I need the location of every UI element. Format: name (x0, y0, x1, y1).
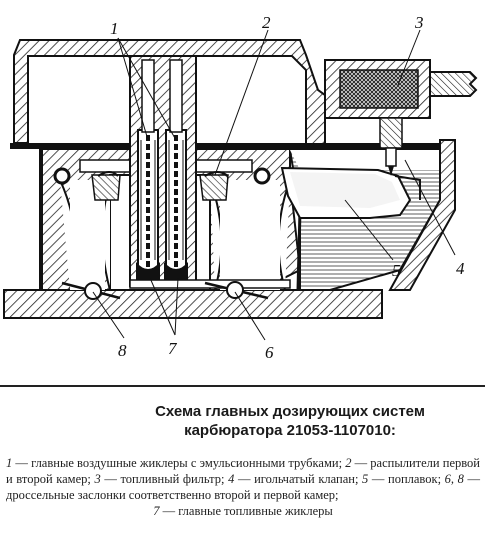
legend-num-2: 2 (345, 456, 352, 470)
figure-legend: 1 — главные воздушные жиклеры с эмульсио… (6, 455, 480, 519)
callout-3: 3 (414, 13, 424, 32)
legend-text-7: — главные топливные жиклеры (159, 504, 333, 518)
callout-8: 8 (118, 341, 127, 360)
legend-num-5: 5 (362, 472, 369, 486)
legend-num-3: 3 (94, 472, 101, 486)
callout-1: 1 (110, 19, 119, 38)
seal-ring-left (53, 167, 71, 185)
carburetor-diagram: 1 2 3 4 5 6 7 8 (3, 13, 478, 362)
legend-num-6-8: 6, 8 (444, 472, 464, 486)
sprayers (97, 171, 229, 177)
leader-lines (92, 29, 456, 341)
emulsion-tube-column (129, 55, 291, 289)
caption-title-line-2: карбюратора 21053-1107010: (184, 422, 396, 439)
needle-valve (379, 117, 421, 200)
legend-num-4: 4 (228, 472, 235, 486)
legend-text-3: — топливный фильтр; (100, 472, 229, 486)
throttle-plate-second (204, 281, 269, 300)
legend-last-line: 7 — главные топливные жиклеры (6, 503, 480, 519)
seal-ring-right (253, 167, 271, 185)
figure-caption-title: Схема главных дозирующих систем карбюрат… (100, 402, 480, 440)
throttle-plate-first (61, 281, 121, 300)
legend-text-2: — распылители первой и второй камер; (6, 456, 480, 486)
legend-text-4: — игольчатый клапан; (234, 472, 363, 486)
float-shading (290, 172, 400, 208)
venturi-right (195, 159, 253, 201)
fuel-inlet-fitting (324, 59, 478, 119)
callout-7: 7 (168, 339, 178, 358)
callout-4: 4 (456, 259, 465, 278)
callout-2: 2 (262, 13, 271, 32)
callout-5: 5 (392, 261, 401, 280)
legend-text-5: — поплавок; (368, 472, 445, 486)
legend-num-7: 7 (153, 504, 160, 518)
legend-text-6-8: — дроссельные заслонки соответственно вт… (6, 472, 481, 502)
callout-6: 6 (265, 343, 274, 362)
caption-title-line-1: Схема главных дозирующих систем (155, 403, 425, 420)
caption-divider (0, 385, 485, 387)
legend-num-1: 1 (6, 456, 13, 470)
legend-text-1: — главные воздушные жиклеры с эмульсионн… (12, 456, 346, 470)
